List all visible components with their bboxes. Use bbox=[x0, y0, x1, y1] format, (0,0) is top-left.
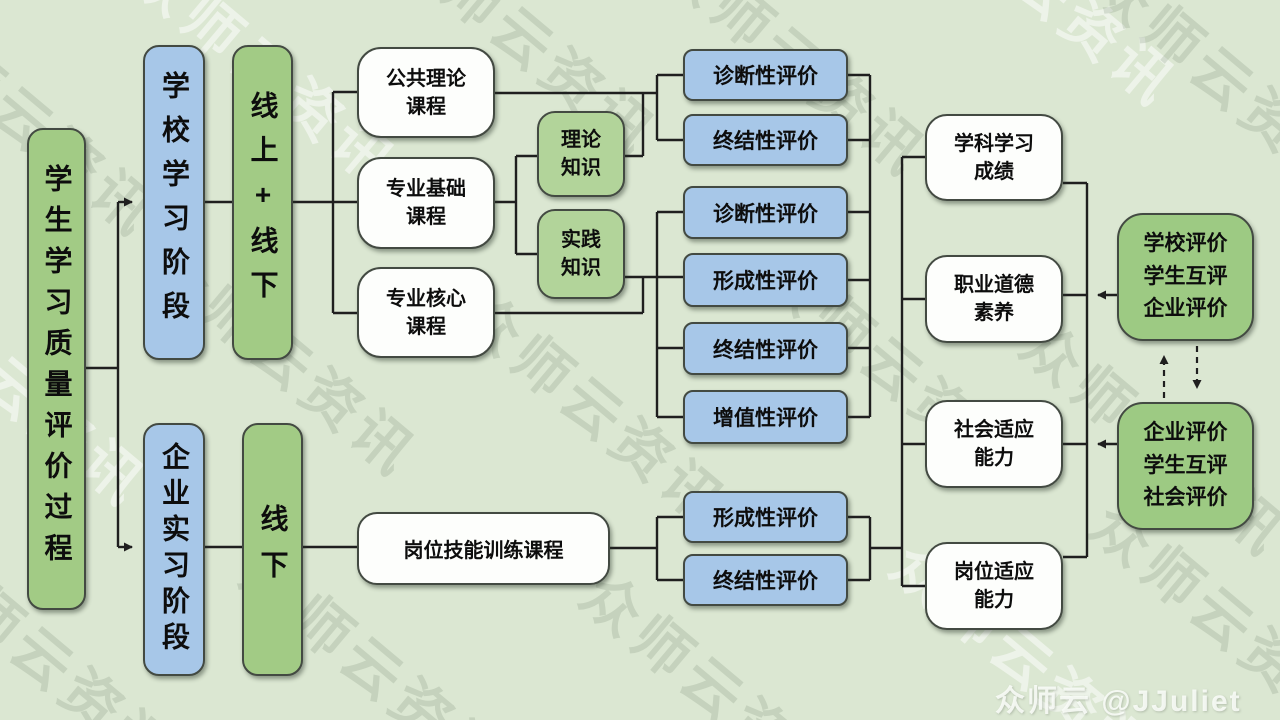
node-stage-enterprise: 企业实习阶段 bbox=[143, 423, 205, 676]
node-ability-professional-ethics: 职业道德 素养 bbox=[925, 255, 1063, 343]
node-eval-summative-1: 终结性评价 bbox=[683, 114, 848, 166]
node-ability-social-adaptation: 社会适应 能力 bbox=[925, 400, 1063, 488]
node-course-post-skill-training: 岗位技能训练课程 bbox=[357, 512, 610, 585]
node-root-process: 学生学习质量评价过程 bbox=[27, 128, 86, 610]
node-source-enterprise-eval: 企业评价 学生互评 社会评价 bbox=[1117, 402, 1254, 530]
node-ability-subject-scores: 学科学习 成绩 bbox=[925, 114, 1063, 201]
node-course-professional-basic: 专业基础 课程 bbox=[357, 157, 495, 249]
node-course-professional-core: 专业核心 课程 bbox=[357, 267, 495, 358]
node-mode-offline: 线下 bbox=[242, 423, 303, 676]
node-knowledge-practice: 实践 知识 bbox=[537, 209, 625, 299]
node-source-school-eval: 学校评价 学生互评 企业评价 bbox=[1117, 213, 1254, 341]
node-eval-formative-2: 形成性评价 bbox=[683, 253, 848, 307]
node-eval-formative-3: 形成性评价 bbox=[683, 491, 848, 543]
node-eval-summative-3: 终结性评价 bbox=[683, 554, 848, 606]
node-eval-value-added-2: 增值性评价 bbox=[683, 390, 848, 444]
solid-wires bbox=[86, 73, 1089, 588]
node-mode-online-offline: 线上+线下 bbox=[232, 45, 293, 360]
node-ability-post-adaptation: 岗位适应 能力 bbox=[925, 542, 1063, 630]
node-eval-diagnostic-2: 诊断性评价 bbox=[683, 186, 848, 239]
credit-watermark: 众师云 @JJuliet bbox=[995, 685, 1242, 718]
node-stage-school: 学校学习阶段 bbox=[143, 45, 205, 360]
node-eval-diagnostic-1: 诊断性评价 bbox=[683, 49, 848, 101]
node-eval-summative-2: 终结性评价 bbox=[683, 322, 848, 375]
node-knowledge-theory: 理论 知识 bbox=[537, 111, 625, 197]
node-course-public-theory: 公共理论 课程 bbox=[357, 47, 495, 138]
